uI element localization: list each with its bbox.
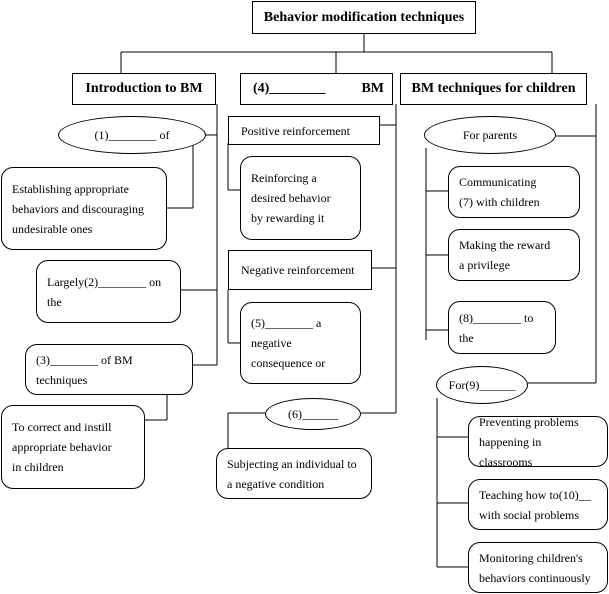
positive-reinforcement-box: Positive reinforcement [228, 116, 380, 145]
teachers-item-teaching: Teaching how to(10)__ with social proble… [468, 479, 608, 530]
teachers-item-monitoring: Monitoring children's behaviors continuo… [468, 542, 608, 593]
header-types-bm: BM [361, 81, 384, 96]
parents-item-reward: Making the reward a privilege [448, 229, 580, 281]
negative-desc-box: (5)________ a negative consequence or [240, 302, 361, 384]
blank-6-desc-box: Subjecting an individual to a negative c… [216, 448, 372, 499]
header-children: BM techniques for children [400, 73, 587, 105]
header-types-blank: (4)________ [253, 81, 326, 96]
parents-item-blank-8: (8)________ to the [448, 301, 556, 354]
definition-box: Establishing appropriate behaviors and d… [1, 167, 167, 250]
positive-desc-box: Reinforcing a desired behavior by reward… [240, 156, 361, 240]
purpose-heading-box: (3)________ of BM techniques [25, 344, 193, 395]
header-types: (4)________ BM [240, 73, 393, 105]
negative-reinforcement-box: Negative reinforcement [228, 250, 372, 290]
basis-box: Largely(2)________ on the [36, 260, 181, 323]
ellipse-for-parents: For parents [424, 116, 556, 154]
parents-item-communicating: Communicating (7) with children [448, 166, 580, 218]
ellipse-blank-9: For(9)______ [436, 366, 528, 404]
diagram-title: Behavior modification techniques [252, 1, 476, 34]
teachers-item-preventing: Preventing problems happening in classro… [468, 415, 608, 469]
ellipse-blank-1: (1)________ of [58, 116, 206, 154]
ellipse-blank-6: (6)______ [265, 398, 361, 430]
purpose-box: To correct and instill appropriate behav… [1, 405, 145, 489]
header-introduction: Introduction to BM [72, 73, 216, 105]
